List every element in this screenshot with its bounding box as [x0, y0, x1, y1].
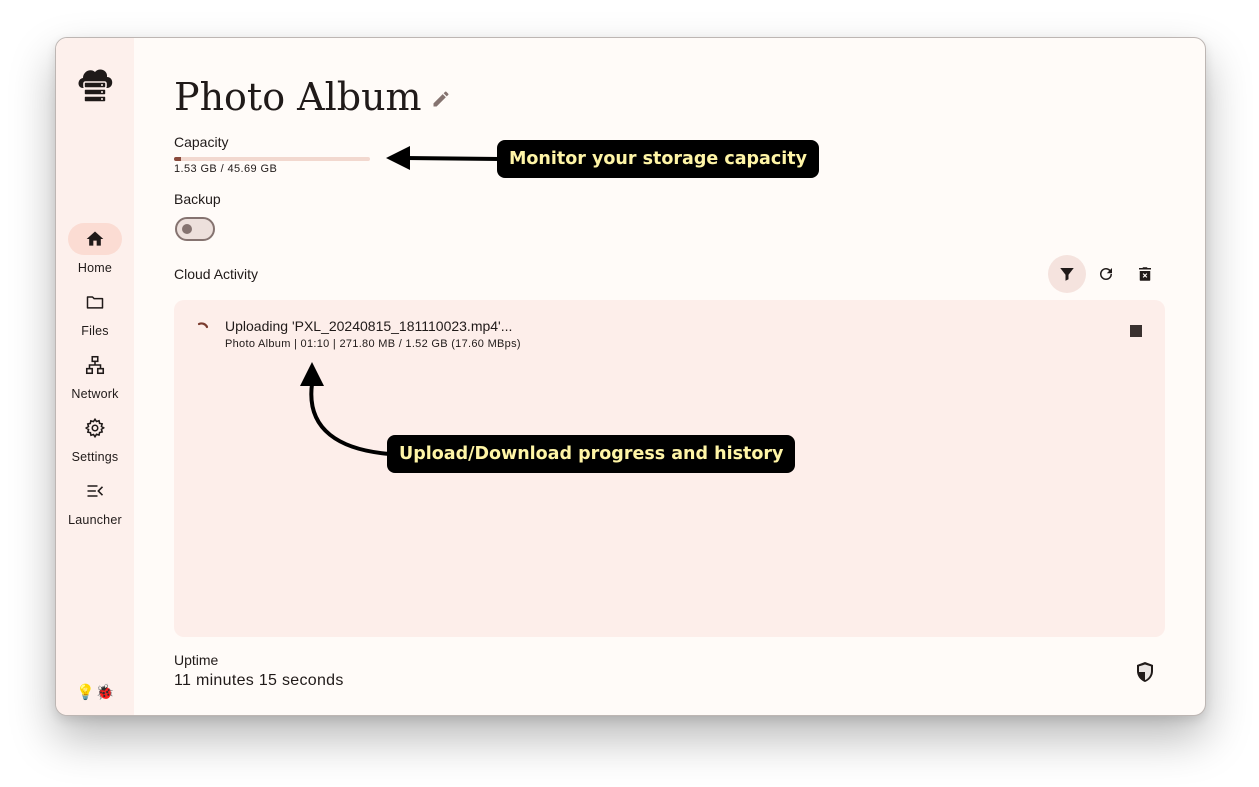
sidebar-item-network[interactable]: Network [56, 349, 134, 401]
cloud-server-icon [75, 66, 115, 104]
activity-item-title: Uploading 'PXL_20240815_181110023.mp4'..… [225, 318, 513, 334]
sidebar-item-label: Network [71, 387, 119, 401]
sidebar-item-launcher[interactable]: Launcher [56, 475, 134, 527]
filter-button[interactable] [1048, 255, 1086, 293]
filter-icon [1060, 268, 1074, 281]
gear-icon [68, 412, 122, 444]
refresh-button[interactable] [1087, 255, 1125, 293]
ladybug-icon[interactable]: 🐞 [95, 684, 116, 701]
uptime-label: Uptime [174, 652, 219, 668]
sidebar-item-label: Settings [71, 450, 119, 464]
lightbulb-icon[interactable]: 💡 [76, 684, 96, 701]
capacity-label: Capacity [174, 134, 229, 150]
sidebar: Home Files Network [56, 38, 134, 715]
app-window: Home Files Network [55, 37, 1206, 716]
capacity-text: 1.53 GB / 45.69 GB [174, 163, 278, 175]
footer-icons: 💡🐞 [76, 683, 115, 701]
shield-icon[interactable] [1133, 660, 1157, 684]
clear-icon [1139, 267, 1151, 281]
activity-item-subtitle: Photo Album | 01:10 | 271.80 MB / 1.52 G… [225, 338, 521, 350]
page-title: Photo Album [174, 75, 422, 119]
folder-icon [68, 286, 122, 318]
backup-label: Backup [174, 191, 221, 207]
capacity-progress-fill [174, 157, 181, 161]
capacity-progress-bar [174, 157, 370, 161]
activity-callout: Upload/Download progress and history [387, 435, 796, 473]
capacity-callout: Monitor your storage capacity [497, 140, 820, 178]
cloud-activity-label: Cloud Activity [174, 266, 259, 282]
sidebar-item-label: Files [81, 324, 109, 338]
edit-pencil-icon[interactable] [431, 89, 451, 109]
refresh-icon [1100, 268, 1112, 280]
home-icon [68, 223, 122, 255]
activity-panel: Uploading 'PXL_20240815_181110023.mp4'..… [174, 300, 1165, 637]
sidebar-item-files[interactable]: Files [56, 286, 134, 338]
sidebar-item-settings[interactable]: Settings [56, 412, 134, 464]
sidebar-item-home[interactable]: Home [56, 223, 134, 275]
sidebar-item-label: Launcher [68, 513, 122, 527]
clear-history-button[interactable] [1126, 255, 1164, 293]
toggle-knob [182, 224, 192, 234]
stop-icon [1130, 325, 1142, 337]
sidebar-item-label: Home [77, 261, 113, 275]
uptime-value: 11 minutes 15 seconds [174, 672, 344, 689]
launcher-icon [68, 475, 122, 507]
network-icon [68, 349, 122, 381]
spinner-icon [196, 320, 210, 334]
backup-toggle[interactable] [175, 217, 215, 241]
stop-button[interactable] [1126, 321, 1146, 341]
